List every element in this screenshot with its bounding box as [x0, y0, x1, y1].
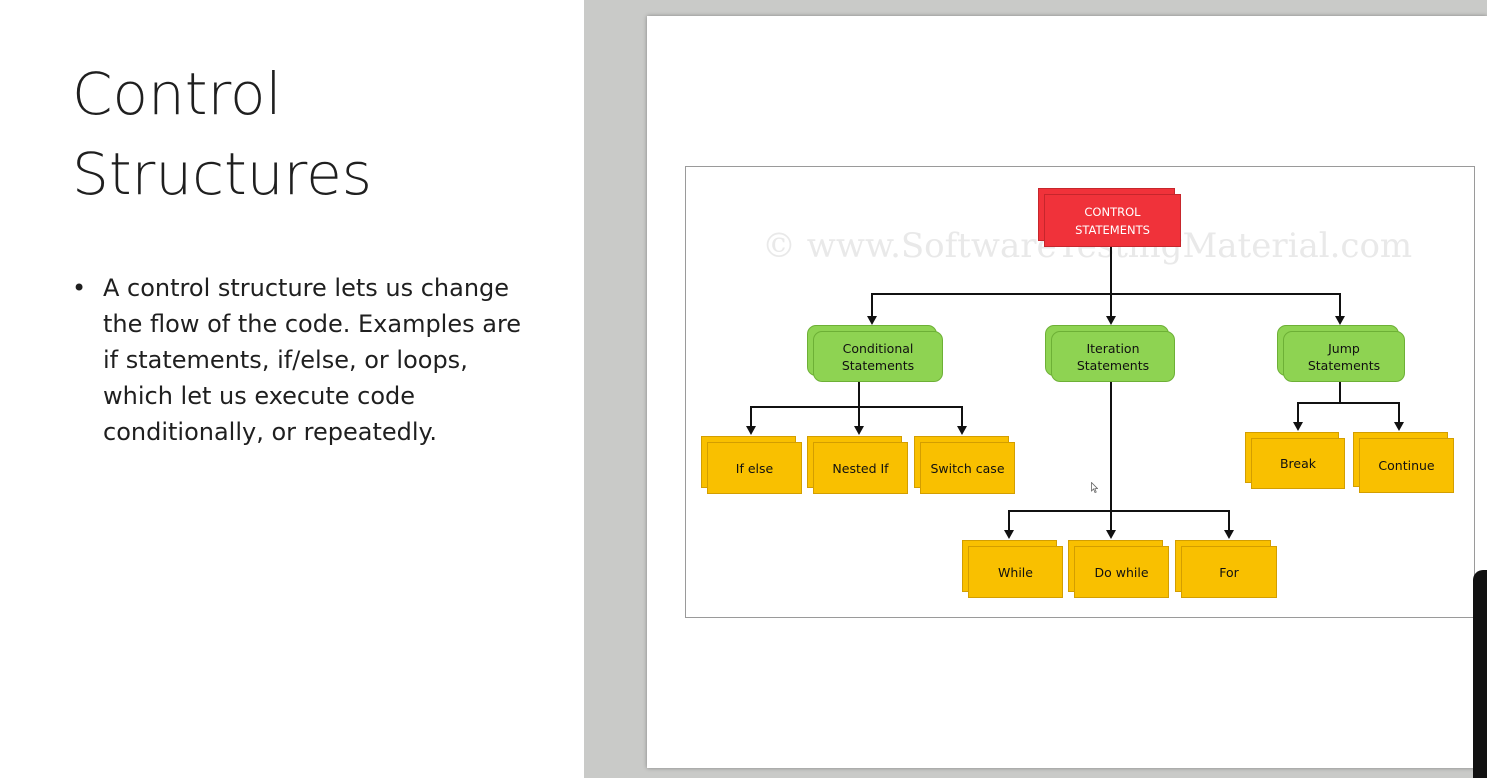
node-label-line2: STATEMENTS	[1075, 222, 1150, 237]
edge-conditional-bus	[750, 406, 963, 408]
node-label-line1: Conditional	[842, 340, 914, 356]
node-label: While	[968, 546, 1063, 598]
arrowhead	[867, 316, 877, 325]
node-if-else: If else	[701, 436, 802, 494]
edge-conditional-stem	[858, 381, 860, 407]
arrowhead	[1224, 530, 1234, 539]
edge-to-switch-case	[961, 406, 963, 428]
arrowhead	[746, 426, 756, 435]
node-label: Break	[1251, 438, 1345, 489]
node-for: For	[1175, 540, 1277, 598]
arrowhead	[1293, 422, 1303, 431]
node-label: If else	[707, 442, 802, 494]
node-label-line2: Statements	[841, 357, 915, 373]
node-while: While	[962, 540, 1063, 598]
edge-to-if-else	[750, 406, 752, 428]
bullet-item: • A control structure lets us change the…	[72, 270, 542, 450]
edge-to-continue	[1398, 402, 1400, 424]
arrowhead	[1106, 316, 1116, 325]
arrowhead	[1106, 530, 1116, 539]
slide-title-line-1: Control	[72, 60, 282, 128]
edge-root-stem	[1110, 246, 1112, 294]
arrowhead	[1004, 530, 1014, 539]
edge-jump-bus	[1297, 402, 1400, 404]
bullet-list: • A control structure lets us change the…	[72, 270, 542, 450]
node-label-line1: CONTROL	[1084, 204, 1141, 219]
edge-to-conditional	[871, 293, 873, 319]
arrowhead	[1394, 422, 1404, 431]
node-label: Switch case	[920, 442, 1015, 494]
edge-to-iteration	[1110, 293, 1112, 319]
node-label-line2: Statements	[1307, 357, 1381, 373]
edge-to-nested-if	[858, 406, 860, 428]
node-label: Continue	[1359, 438, 1454, 493]
edge-to-while	[1008, 510, 1010, 532]
mouse-pointer-icon	[1091, 482, 1098, 493]
node-label: Nested If	[813, 442, 908, 494]
node-do-while: Do while	[1068, 540, 1169, 598]
node-label-line2: Statements	[1076, 357, 1150, 373]
slide-title-line-2: Structures	[72, 140, 373, 208]
side-panel-tab[interactable]	[1473, 570, 1487, 778]
slide-text-panel: Control Structures • A control structure…	[0, 0, 584, 778]
edge-to-break	[1297, 402, 1299, 424]
edge-jump-stem	[1339, 381, 1341, 403]
arrowhead	[957, 426, 967, 435]
node-nested-if: Nested If	[807, 436, 908, 494]
edge-root-bus	[871, 293, 1341, 295]
edge-to-jump	[1339, 293, 1341, 319]
node-label: For	[1181, 546, 1277, 598]
arrowhead	[1335, 316, 1345, 325]
node-break: Break	[1245, 432, 1345, 489]
edge-to-do-while	[1110, 510, 1112, 532]
edge-to-for	[1228, 510, 1230, 532]
edge-iteration-stem	[1110, 381, 1112, 511]
arrowhead	[854, 426, 864, 435]
slide-title: Control Structures	[72, 54, 552, 214]
node-switch-case: Switch case	[914, 436, 1015, 494]
node-control-statements: CONTROL STATEMENTS	[1038, 188, 1181, 247]
edge-iteration-bus	[1008, 510, 1230, 512]
node-label-line1: Jump	[1328, 340, 1360, 356]
node-label: Do while	[1074, 546, 1169, 598]
bullet-marker: •	[72, 274, 87, 302]
bullet-text: A control structure lets us change the f…	[103, 274, 522, 446]
node-continue: Continue	[1353, 432, 1454, 493]
node-label-line1: Iteration	[1086, 340, 1140, 356]
